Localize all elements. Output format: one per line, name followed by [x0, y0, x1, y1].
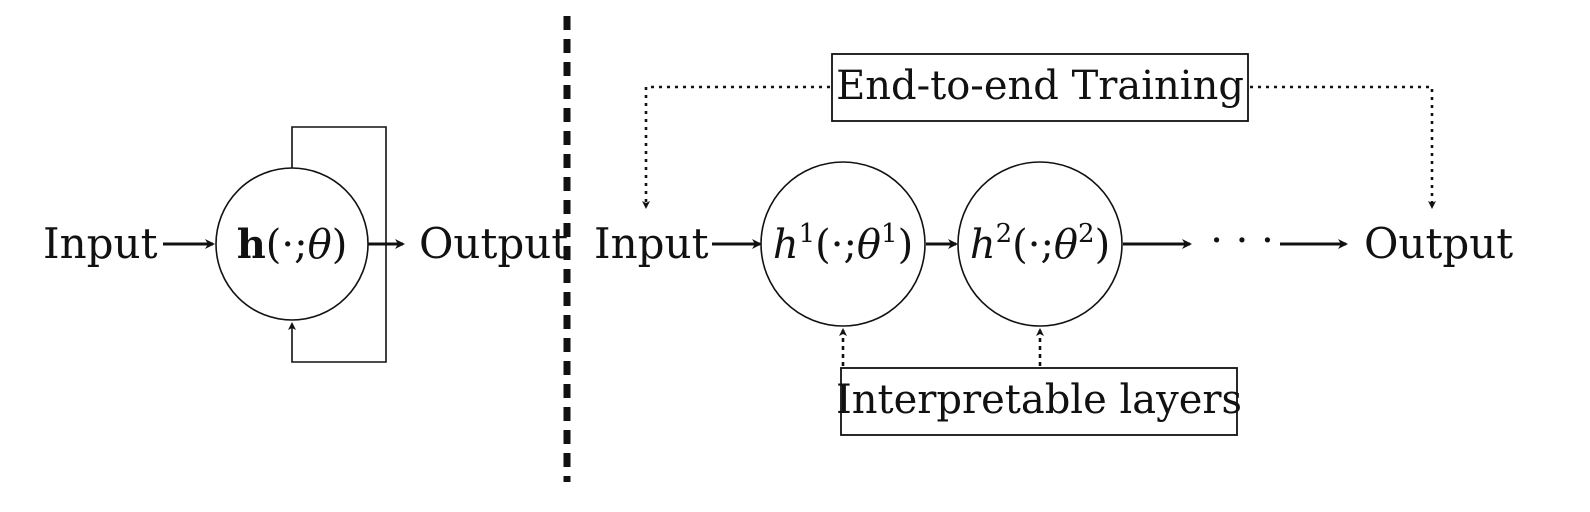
left-node-label: h(·;θ)	[237, 221, 348, 268]
training-arrow-to-output	[1250, 85, 1436, 209]
end-to-end-training-box	[831, 53, 1249, 122]
layer-node-1-label: h1(·;θ1)	[773, 219, 913, 268]
end-to-end-training-label: End-to-end Training	[836, 63, 1244, 109]
left-input-label: Input	[43, 219, 158, 268]
right-input-label: Input	[594, 219, 709, 268]
ellipsis: · · ·	[1210, 218, 1274, 264]
layer-node-2-label: h2(·;θ2)	[970, 219, 1110, 268]
interpretable-layers-label: Interpretable layers	[836, 377, 1242, 423]
training-arrow-to-input	[642, 85, 830, 209]
left-output-label: Output	[419, 219, 568, 268]
right-output-label: Output	[1364, 219, 1513, 268]
interpretable-layers-box	[840, 367, 1238, 436]
left-panel: Input h(·;θ) Output	[43, 126, 568, 363]
layer-node-1	[760, 161, 926, 327]
right-panel: End-to-end Training Input h1(·;θ1) h2(·;…	[594, 53, 1513, 436]
layer-node-2	[957, 161, 1123, 327]
